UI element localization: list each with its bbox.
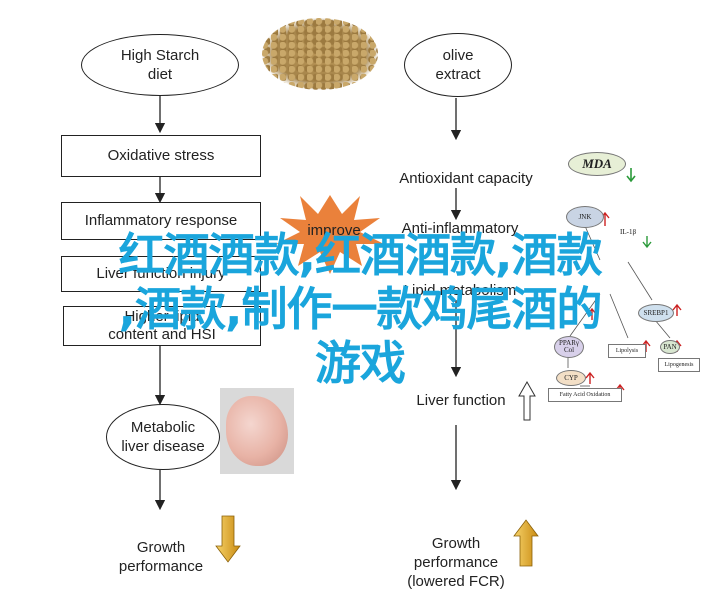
oxidative-stress-node: Oxidative stress — [61, 135, 261, 177]
liver-injury-label: Liver function injury — [96, 265, 226, 282]
improve-label: improve — [307, 222, 361, 239]
improve-starburst — [276, 195, 384, 274]
lipogenesis-label: Lipogenesis — [664, 362, 694, 368]
cyp-label: CYP — [564, 374, 578, 382]
overlay-text-line2: ,酒款,制作一款鸡尾酒的 — [118, 282, 603, 336]
cyp-node: CYP — [556, 370, 586, 386]
fatty-acid-node: Fatty Acid Oxidation — [548, 388, 622, 402]
il1b-label: IL-1β — [620, 228, 636, 236]
lipogenesis-node: Lipogenesis — [658, 358, 700, 372]
pparg-node: PPARγ Col — [554, 336, 584, 358]
liver-function-right: Liver function — [416, 392, 506, 409]
growth-down-arrow — [215, 515, 241, 563]
growth-performance-right: Growth performance (lowered FCR) — [392, 515, 520, 591]
anti-inflammatory: Anti-inflammatory — [401, 220, 519, 237]
antioxidant-capacity: Antioxidant capacity — [399, 170, 533, 187]
jnk-label: JNK — [578, 213, 592, 221]
jnk-node: JNK — [566, 206, 604, 228]
srebp1-node: SREBP1 — [638, 304, 674, 322]
high-starch-diet-node: High Starch diet — [81, 34, 239, 96]
olive-extract-node: olive extract — [404, 33, 512, 97]
liver-injury-node: Liver function injury — [61, 256, 261, 292]
mda-node: MDA — [568, 152, 626, 176]
liver-photo — [220, 388, 294, 474]
liver-up-arrow — [518, 380, 536, 421]
oxidative-label: Oxidative stress — [107, 147, 215, 164]
higher-lipid-node: Higher lipid content and HSI — [63, 306, 261, 346]
pan-node: PAN — [660, 340, 680, 354]
inflammatory-response-node: Inflammatory response — [61, 202, 261, 240]
pparg-label: PPARγ Col — [559, 339, 579, 354]
pathway-arrows — [585, 168, 682, 396]
metabolic-liver-disease-node: Metabolic liver disease — [106, 404, 220, 470]
lipolysis-label: Lipolysis — [615, 348, 639, 354]
metabolic-label: Metabolic liver disease — [121, 419, 205, 455]
overlay-text-line3: 游戏 — [315, 336, 406, 390]
pan-label: PAN — [663, 343, 677, 351]
higher-lipid-label: Higher lipid content and HSI — [108, 308, 216, 343]
lipolysis-node: Lipolysis — [608, 344, 646, 358]
fatty-acid-label: Fatty Acid Oxidation — [559, 392, 611, 398]
growth-left-label: Growth performance — [118, 539, 204, 575]
overlay-text-line1: 红酒酒款,红酒酒款,酒款 — [118, 228, 603, 282]
srebp1-label: SREBP1 — [643, 309, 669, 317]
inflammatory-label: Inflammatory response — [84, 212, 238, 229]
olive-label: olive extract — [435, 47, 481, 83]
mda-label: MDA — [582, 156, 612, 171]
high-starch-label: High Starch diet — [120, 47, 200, 83]
growth-up-arrow — [513, 519, 539, 567]
growth-right-label: Growth performance (lowered FCR) — [407, 535, 505, 590]
growth-performance-left: Growth performance — [96, 519, 226, 576]
seeds-photo — [262, 18, 378, 90]
lipid-metabolism: Lipid metabolism — [403, 282, 517, 299]
